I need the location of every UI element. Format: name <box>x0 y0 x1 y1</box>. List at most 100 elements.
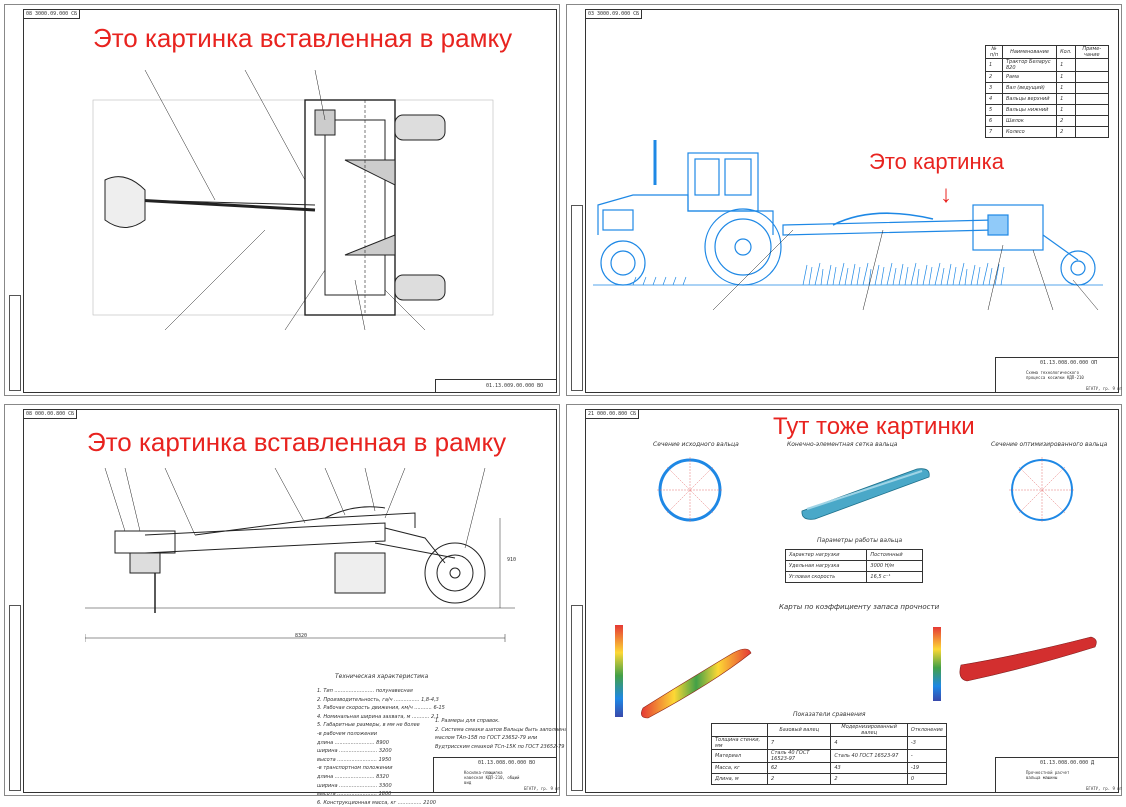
table-cell: 5 <box>985 104 1003 116</box>
cmp-col-1: Базовый валец <box>766 723 832 737</box>
table-cell: Длина, м <box>711 773 768 785</box>
section-original-title: Сечение исходного вальца <box>653 441 739 448</box>
note-line: 1. Размеры для справок. <box>435 718 500 724</box>
title-block: 01.13.009.00.000 ВО <box>435 379 557 393</box>
table-cell: 1 <box>1056 82 1076 94</box>
table-cell: 2 <box>1056 115 1076 127</box>
sheet-bottom-right: 21 000.00.800 СБ Тут тоже картинки Сечен… <box>566 404 1122 796</box>
side-strip <box>9 295 21 391</box>
comparison-title: Показатели сравнения <box>793 711 866 718</box>
side-strip <box>9 605 21 791</box>
safety-map-right <box>933 627 1097 701</box>
drawing-title: Косилка-плющилка навесная КДП-210, общий… <box>464 770 520 785</box>
image-annotation: Это картинка вставленная в рамку <box>87 427 507 457</box>
height-dimension: 910 <box>507 557 517 563</box>
tech-spec-line: длина ......................... 8320 <box>317 773 389 780</box>
length-dimension: 8320 <box>295 633 308 639</box>
table-cell: 1 <box>1056 58 1076 72</box>
table-cell: Вал (ведущий) <box>1001 82 1058 94</box>
top-stamp: 08 000.00.800 СБ <box>23 409 78 419</box>
frame-inner <box>585 409 1119 793</box>
drawing-code: 01.13.008.00.000 ВО <box>478 760 536 766</box>
col-name: Наименование <box>1001 45 1058 59</box>
tech-spec-line: длина ......................... 8900 <box>317 739 389 746</box>
cmp-col-2: Модернизированный валец <box>830 723 908 737</box>
drawing-title: Прочностной расчет вальца машины <box>1026 770 1070 780</box>
title-block: 01.13.008.00.000 ОП Схема технологическо… <box>995 357 1122 393</box>
table-cell: Шилок <box>1001 115 1058 127</box>
image-annotation: Это картинка <box>869 149 1004 174</box>
frame-inner <box>585 9 1119 393</box>
top-stamp: 21 000.00.800 СБ <box>585 409 640 419</box>
table-cell: 7 <box>766 736 832 750</box>
frame-inner <box>23 409 557 793</box>
sheet-bottom-left: 08 000.00.800 СБ Это картинка вставленна… <box>4 404 568 806</box>
table-cell: Масса, кг <box>711 762 768 774</box>
notes-list: 1. Размеры для справок. 2. Система смазки… <box>435 717 568 751</box>
org-name: БГАТУ, гр. 9 ит <box>524 786 561 791</box>
section-original-drawing <box>657 457 723 523</box>
table-cell: 2 <box>985 71 1003 83</box>
table-cell: Толщина стенки, мм <box>711 736 768 750</box>
table-cell: 1 <box>1056 104 1076 116</box>
tech-spec-line: ширина ........................ 3300 <box>317 782 392 789</box>
top-stamp: 08 3000.09.000 СБ <box>23 9 81 19</box>
tech-spec-title: Техническая характеристика <box>335 673 429 680</box>
image-annotation: Тут тоже картинки <box>773 413 975 440</box>
table-cell: - <box>906 749 948 763</box>
table-cell: 2 <box>830 773 908 785</box>
table-cell: Вальцы нижний <box>1001 104 1058 116</box>
tech-spec-line: 2. Производительность, га/ч ............… <box>317 696 439 703</box>
tech-spec-line: 4. Номинальная ширина захвата, м .......… <box>317 713 440 720</box>
title-block: 01.13.008.00.000 Д Прочностной расчет ва… <box>995 757 1123 793</box>
note-line: Вудтрисским смазкой ТСп-15К по ГОСТ 2365… <box>435 743 565 750</box>
fem-mesh-roller-drawing <box>801 468 930 520</box>
arrow-down-icon: ↓ <box>940 181 952 208</box>
note-line: 2. Система смазки шатов Вальцы быть запо… <box>435 726 568 733</box>
table-cell: -3 <box>906 736 948 750</box>
section-optimized-drawing <box>1009 457 1075 523</box>
tech-spec-line: 1. Тип ......................... полунав… <box>317 688 413 694</box>
table-cell <box>1074 82 1110 94</box>
table-cell: Постоянный <box>866 549 923 561</box>
tech-spec-line: ширина ........................ 3200 <box>317 748 392 755</box>
table-cell: 2 <box>766 773 832 785</box>
table-cell: Угловая скорость <box>784 571 868 583</box>
mower-side-view-drawing <box>85 467 515 642</box>
table-cell: 0 <box>906 773 948 785</box>
sheet-top-left: 08 3000.09.000 СБ Это картинка вставленн… <box>4 4 560 396</box>
tech-spec-list: 1. Тип ......................... полунав… <box>317 687 445 807</box>
fem-mesh-title: Конечно-элементная сетка вальца <box>787 441 898 448</box>
tractor-with-mower-drawing <box>593 140 1103 311</box>
table-cell: Удельная нагрузка <box>784 560 868 572</box>
table-cell <box>1074 71 1110 83</box>
mower-top-view-drawing <box>92 69 494 331</box>
drawing-code: 01.13.008.00.000 ОП <box>1040 360 1098 366</box>
org-name: БГАТУ, гр. 9 ит <box>1086 786 1123 791</box>
safety-maps-title: Карты по коэффициенту запаса прочности <box>779 603 940 611</box>
table-cell: Материал <box>711 749 768 763</box>
safety-map-left <box>615 625 752 719</box>
side-strip <box>571 205 583 391</box>
tech-spec-line: 3. Рабочая скорость движения, км/ч .....… <box>317 705 445 712</box>
top-stamp: 03 3000.09.000 СБ <box>585 9 643 19</box>
col-num: № п/п <box>985 45 1003 59</box>
table-cell: 62 <box>766 762 832 774</box>
table-cell <box>1074 115 1110 127</box>
drawing-code: 01.13.008.00.000 Д <box>1040 760 1095 766</box>
table-cell: 43 <box>830 762 908 774</box>
table-cell: 2 <box>1056 126 1076 138</box>
table-cell: Сталь 40 ГОСТ 16523-97 <box>830 749 908 763</box>
frame-inner <box>23 9 557 393</box>
table-cell <box>1074 126 1110 138</box>
table-cell: 16,5 с⁻¹ <box>866 571 923 583</box>
